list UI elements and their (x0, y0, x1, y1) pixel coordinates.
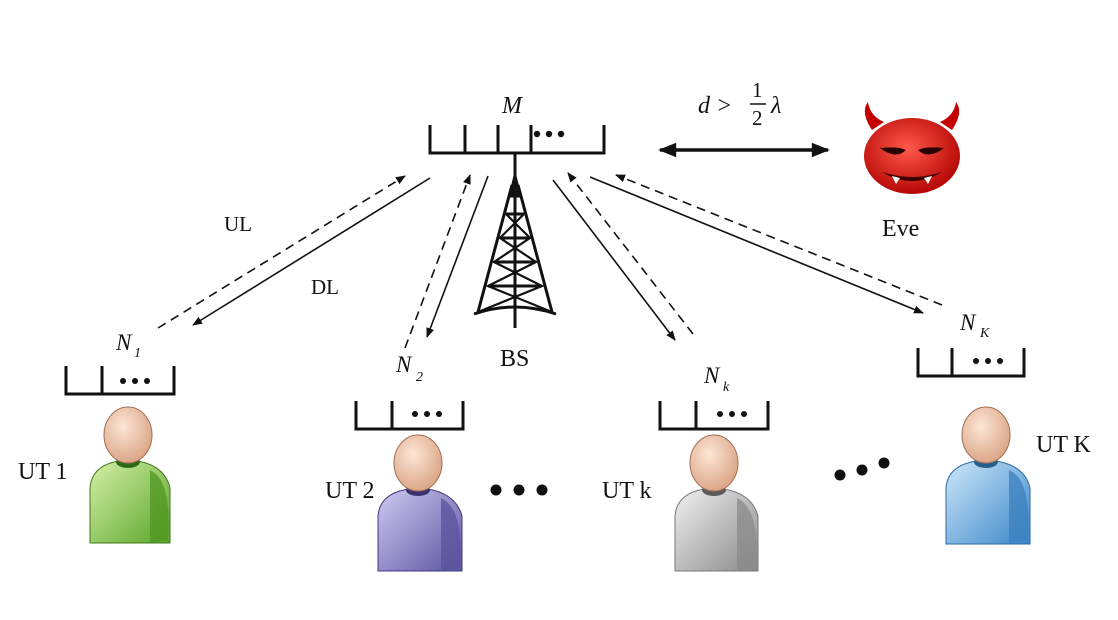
ut1-antenna-label: N (115, 330, 133, 355)
fraction-denominator: 2 (752, 106, 763, 130)
ut2-label: UT 2 (325, 478, 375, 504)
user-icon (674, 434, 759, 572)
ul-label: UL (224, 212, 252, 236)
bs-antenna-array (428, 125, 606, 155)
link-ut2 (404, 174, 489, 349)
utK-antenna-label: N (959, 310, 977, 335)
ut2-antenna-label: N (395, 352, 413, 377)
link-ut1 (157, 175, 431, 329)
ut1-antenna-array (64, 366, 176, 396)
fraction-numerator: 1 (752, 78, 763, 102)
utk-antenna-label: N (703, 363, 721, 388)
user-icon (945, 406, 1031, 545)
utK-antenna-sub: K (979, 326, 990, 341)
distance-label: d > (698, 93, 732, 119)
link-utK (589, 174, 943, 314)
bs-antenna-label: M (501, 93, 524, 119)
utk-label: UT k (602, 478, 652, 504)
ut2-antenna-array (354, 401, 465, 431)
devil-icon (864, 102, 960, 194)
utK-label: UT K (1036, 432, 1092, 458)
ut2-antenna-sub: 2 (416, 370, 423, 385)
ellipsis-users-2 (834, 457, 890, 481)
utk-antenna-array (658, 401, 770, 431)
link-utk (552, 172, 694, 341)
ellipsis-users-1 (490, 484, 548, 496)
dl-label: DL (311, 275, 339, 299)
utk-antenna-sub: k (723, 380, 730, 395)
ut1-label: UT 1 (18, 459, 68, 485)
base-station-tower-icon (473, 153, 557, 328)
eve-label: Eve (882, 216, 919, 242)
bs-label: BS (500, 346, 529, 372)
utK-antenna-array (916, 348, 1026, 378)
wavelength-label: λ (770, 93, 781, 119)
user-icon (377, 434, 463, 572)
ut1-antenna-sub: 1 (134, 346, 141, 361)
user-icon (89, 406, 171, 544)
